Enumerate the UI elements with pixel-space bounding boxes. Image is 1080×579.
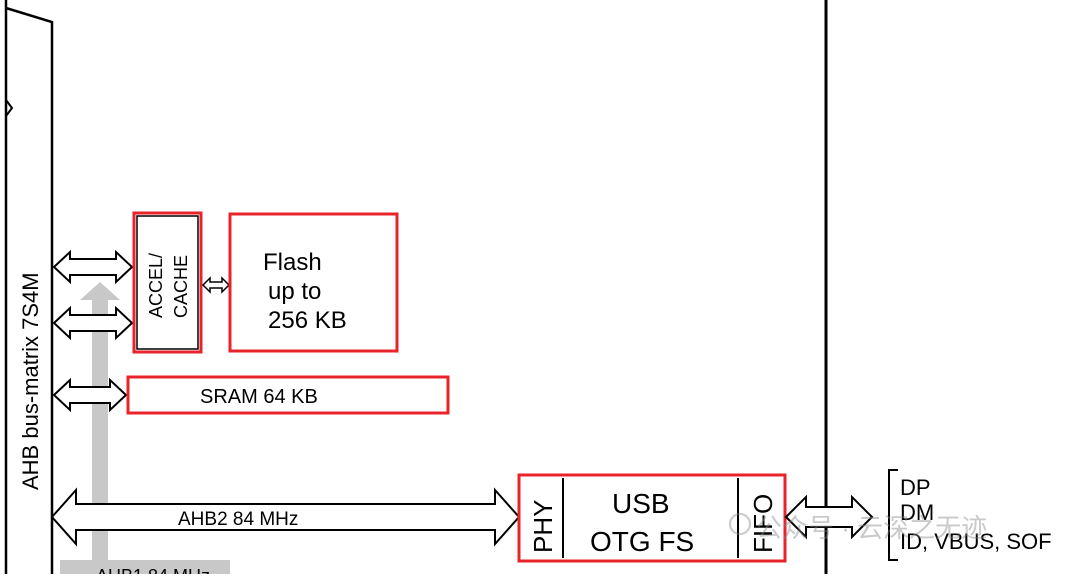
arrow-cache-flash (201, 276, 231, 294)
watermark: 公众号 · 云深之无迹 (729, 513, 987, 543)
ahb2-label: AHB2 84 MHz (178, 509, 298, 530)
ahb1-gray-bus (58, 282, 120, 574)
arrow-bus-accel-1 (52, 249, 134, 285)
cache-label: CACHE (171, 255, 191, 318)
accel-cache-block (132, 211, 203, 354)
usb-title-2: OTG FS (590, 526, 694, 557)
accel-cache-inner (136, 215, 199, 350)
watermark-text: 公众号 · 云深之无迹 (756, 513, 987, 543)
arrow-bus-sram (52, 377, 128, 413)
usb-fifo-label: FIFO (748, 494, 778, 553)
flash-label-3: 256 KB (268, 307, 347, 334)
signal-other: ID, VBUS, SOF (900, 529, 1052, 554)
sram-label: SRAM 64 KB (200, 386, 318, 408)
flash-label-1: Flash (263, 249, 322, 276)
signal-dp: DP (900, 475, 931, 500)
ahb1-gray-stub (60, 560, 230, 574)
arrow-usb-external (784, 494, 874, 540)
sram-block (126, 375, 450, 415)
arrow-bus-accel-2 (52, 305, 134, 341)
bus-matrix-label: AHB bus-matrix 7S4M (18, 272, 43, 490)
watermark-icon (729, 513, 751, 535)
signal-bracket (888, 469, 898, 561)
usb-title-1: USB (612, 488, 670, 519)
signal-dm: DM (900, 500, 934, 525)
bus-matrix-outline (4, 0, 54, 574)
usb-phy-label: PHY (528, 500, 558, 553)
ahb1-label: AHB1 84 MHz (96, 566, 210, 574)
accel-label: ACCEL/ (146, 253, 166, 318)
bus-notch (5, 99, 14, 117)
flash-label-2: up to (268, 278, 321, 305)
flash-block (228, 212, 399, 353)
